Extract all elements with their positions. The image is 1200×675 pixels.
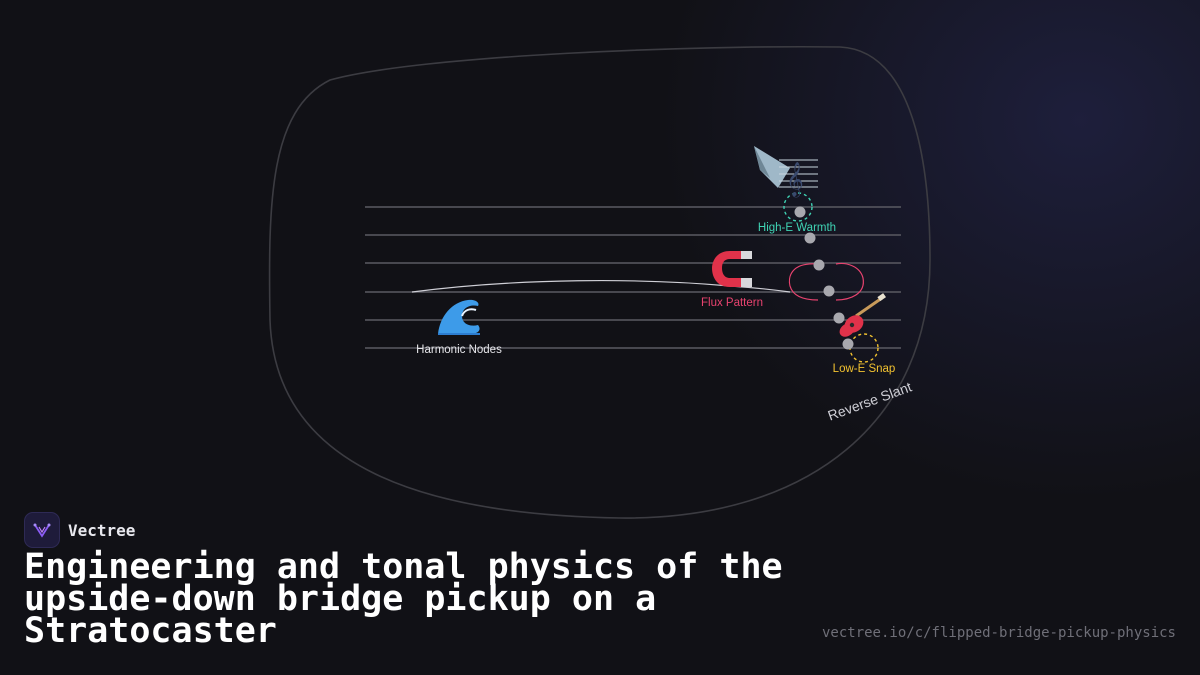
ruler-music-icon: 𝄞 — [754, 146, 818, 198]
harmonic-label: Harmonic Nodes — [416, 344, 502, 356]
wave-icon — [438, 299, 480, 335]
pole-pieces — [794, 206, 854, 350]
svg-text:𝄞: 𝄞 — [786, 162, 804, 198]
guitar-icon — [839, 293, 886, 337]
pole-piece-5 — [833, 312, 845, 324]
pole-piece-6 — [842, 338, 854, 350]
pole-piece-4 — [823, 285, 835, 297]
page-url[interactable]: vectree.io/c/flipped-bridge-pickup-physi… — [821, 625, 1176, 641]
high-e-ring — [783, 192, 813, 222]
strings — [365, 206, 901, 349]
vectree-logo-icon — [24, 512, 60, 548]
brand: Vectree — [24, 512, 135, 548]
flux-label: Flux Pattern — [701, 297, 763, 309]
harmonic-curve — [411, 280, 791, 293]
page-title: Engineering and tonal physics of the ups… — [24, 547, 783, 651]
reverse-slant-label: Reverse Slant — [826, 378, 914, 423]
pole-piece-1 — [794, 206, 806, 218]
guitar-body-outline — [268, 45, 931, 519]
high-e-label: High-E Warmth — [758, 222, 836, 234]
pole-piece-3 — [813, 259, 825, 271]
brand-name: Vectree — [68, 520, 136, 540]
magnet-icon — [712, 251, 752, 287]
pole-piece-2 — [804, 232, 816, 244]
flux-field-loop — [788, 262, 864, 301]
low-e-label: Low-E Snap — [833, 363, 896, 375]
